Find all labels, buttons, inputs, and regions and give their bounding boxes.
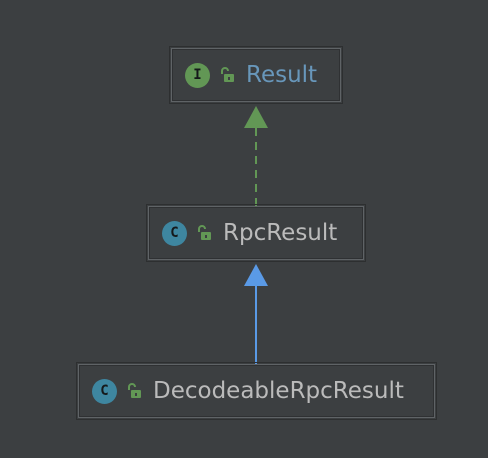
- interface-badge-icon: I: [185, 62, 210, 88]
- class-badge-icon: C: [92, 378, 117, 404]
- unlocked-lock-icon: [221, 67, 234, 82]
- unlocked-lock-icon: [198, 225, 211, 240]
- node-rpc-result[interactable]: C RpcResult: [146, 204, 366, 262]
- node-label: RpcResult: [223, 220, 338, 246]
- node-label: Result: [246, 62, 318, 88]
- unlocked-lock-icon: [128, 383, 141, 398]
- node-decodeable-rpc-result[interactable]: C DecodeableRpcResult: [76, 362, 437, 420]
- node-result[interactable]: I Result: [169, 46, 343, 104]
- class-badge-icon: C: [162, 220, 187, 246]
- node-label: DecodeableRpcResult: [153, 378, 404, 404]
- implements-arrowhead: [244, 106, 268, 128]
- extends-arrowhead: [244, 264, 268, 286]
